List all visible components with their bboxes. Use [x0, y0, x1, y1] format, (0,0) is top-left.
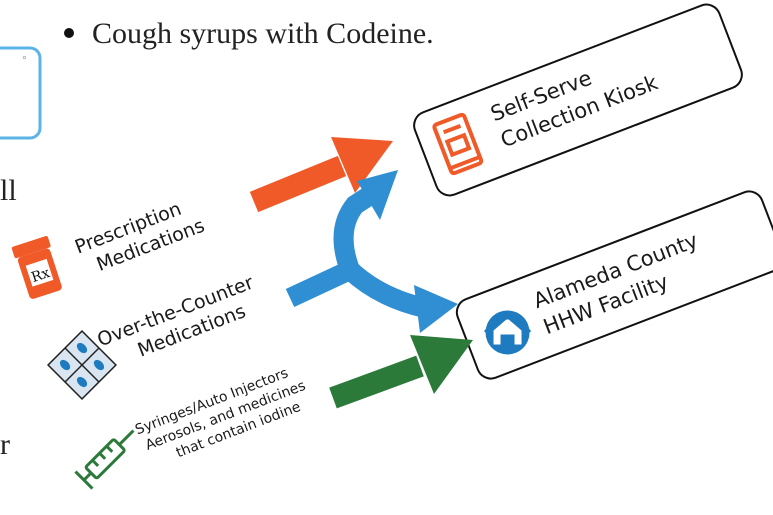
blue-arrow-head-right [414, 285, 458, 333]
svg-text:Rx: Rx [29, 265, 52, 286]
hhw-box: Alameda County HHW Facility [455, 190, 773, 380]
left-panel-edge [0, 46, 42, 140]
kiosk-box: Self-Serve Collection Kiosk [413, 3, 743, 197]
bullet-dot [64, 28, 74, 38]
blue-arrow-head-up [357, 170, 398, 220]
pill-bottle-icon: Rx [11, 236, 62, 299]
green-arrow [329, 335, 473, 409]
left-panel-mark: ° [22, 53, 27, 67]
cut-text-fragment-1: ll [0, 174, 17, 207]
kiosk-icon [432, 112, 484, 176]
pill-blister-icon [46, 329, 118, 401]
cut-text-fragment-2: r [0, 428, 10, 461]
bullet-text: Cough syrups with Codeine. [92, 17, 434, 50]
orange-arrow [249, 137, 393, 213]
facility-logo-icon [483, 310, 532, 355]
syringe-icon [74, 429, 135, 490]
blue-fork-arrow [285, 185, 428, 318]
